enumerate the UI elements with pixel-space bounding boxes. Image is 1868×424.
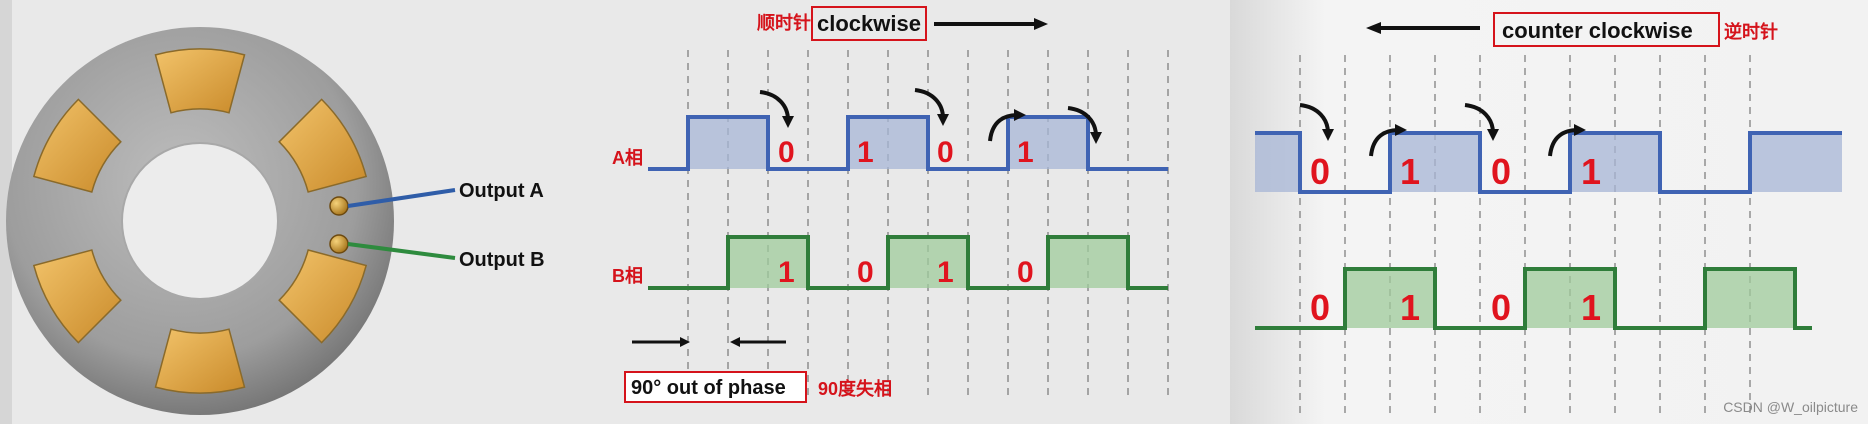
encoder-slot	[278, 249, 368, 344]
phase-note-box	[624, 371, 807, 403]
ccw-a-bit-2: 1	[1400, 151, 1420, 192]
clockwise-phase-a-wave	[648, 115, 1168, 171]
phase-a-high-fill	[688, 117, 768, 169]
ccw-a-bit-3: 0	[1491, 151, 1511, 192]
counter-clockwise-panel: counter clockwise 逆时针 0 1 0 1 0 1 0 1	[1255, 12, 1842, 418]
phase-note-en: 90° out of phase	[631, 377, 786, 399]
clockwise-title-cn: 顺时针	[757, 12, 811, 33]
ccw-b-bit-2: 1	[1400, 287, 1420, 328]
phase-note-cn: 90度失相	[818, 378, 892, 399]
clockwise-rotation-arrows	[759, 88, 1102, 144]
rotation-arrow-head	[1395, 124, 1407, 136]
sensor-a	[329, 196, 349, 216]
clockwise-arrow-head	[1034, 18, 1048, 30]
counter-title-en: counter clockwise	[1502, 18, 1693, 43]
ccw-b-bit-1: 0	[1310, 287, 1330, 328]
phase-b-high-fill	[728, 237, 808, 288]
cw-b-bit-4: 0	[1017, 256, 1034, 289]
cw-a-bit-3: 0	[937, 136, 954, 169]
phase-a-label: A相	[612, 148, 643, 168]
ccw-a-bit-1: 0	[1310, 151, 1330, 192]
watermark: CSDN @W_oilpicture	[1723, 399, 1858, 415]
cw-b-bit-1: 1	[778, 256, 795, 289]
phase-b-high-fill	[1705, 269, 1795, 328]
counter-arrow-head	[1366, 22, 1381, 34]
phase-a-high-fill	[848, 117, 928, 169]
phase-arrow-left-head	[730, 337, 740, 347]
clockwise-panel: 顺时针 clockwise A相 B相 0 1 0 1 1 0 1 0 90° …	[612, 6, 1169, 403]
phase-b-line	[648, 235, 1168, 290]
phase-b-line	[1255, 267, 1812, 330]
ccw-b-bit-4: 1	[1581, 287, 1601, 328]
phase-a-line	[648, 115, 1168, 171]
cw-a-bit-4: 1	[1017, 136, 1034, 169]
phase-b-high-fill	[1048, 237, 1128, 288]
rotation-arrow-head	[937, 114, 949, 126]
clockwise-gridlines	[687, 50, 1169, 395]
output-b-label: Output B	[459, 249, 545, 271]
disc-hole	[121, 142, 279, 300]
encoder-slot	[32, 249, 122, 344]
encoder-slot	[154, 48, 246, 114]
rotation-arrow-head	[1322, 129, 1334, 141]
clockwise-title-box	[811, 6, 927, 41]
encoder-slot	[32, 98, 122, 193]
phase-a-high-fill	[1255, 133, 1300, 192]
phase-b-label: B相	[612, 266, 643, 286]
counter-gridlines	[1299, 55, 1751, 418]
rotation-arrow-head	[782, 116, 794, 128]
right-background	[1230, 0, 1868, 424]
wire-b	[347, 242, 456, 260]
counter-phase-b-wave	[1255, 267, 1812, 330]
encoder-disc: Output A Output B	[6, 27, 545, 415]
slot-group	[32, 48, 368, 394]
rotation-arrow-head	[1014, 109, 1026, 121]
phase-a-high-fill	[1008, 117, 1088, 169]
phase-b-high-fill	[1345, 269, 1435, 328]
encoder-slot	[154, 328, 246, 394]
counter-rotation-arrows	[1299, 103, 1586, 157]
rotation-arrow-head	[1487, 129, 1499, 141]
ccw-a-bit-4: 1	[1581, 151, 1601, 192]
phase-a-high-fill	[1750, 133, 1842, 192]
cw-b-bit-3: 1	[937, 256, 954, 289]
counter-phase-a-wave	[1255, 131, 1842, 194]
cw-b-bit-2: 0	[857, 256, 874, 289]
encoder-slot	[278, 98, 368, 193]
left-edge	[0, 0, 12, 424]
sensor-b	[329, 234, 349, 254]
rotation-arrow-head	[1090, 132, 1102, 144]
rotation-arrow-head	[1574, 124, 1586, 136]
counter-title-cn: 逆时针	[1724, 21, 1778, 42]
phase-b-high-fill	[888, 237, 968, 288]
cw-a-bit-1: 0	[778, 136, 795, 169]
phase-b-high-fill	[1525, 269, 1615, 328]
phase-a-line	[1255, 131, 1842, 194]
phase-a-high-fill	[1570, 133, 1660, 192]
clockwise-title-en: clockwise	[817, 11, 921, 36]
cw-a-bit-2: 1	[857, 136, 874, 169]
ccw-b-bit-3: 0	[1491, 287, 1511, 328]
counter-title-box	[1493, 12, 1720, 47]
clockwise-phase-b-wave	[648, 235, 1168, 290]
wire-a	[347, 188, 456, 208]
phase-arrow-right-head	[680, 337, 690, 347]
phase-a-high-fill	[1390, 133, 1480, 192]
output-a-label: Output A	[459, 180, 544, 202]
